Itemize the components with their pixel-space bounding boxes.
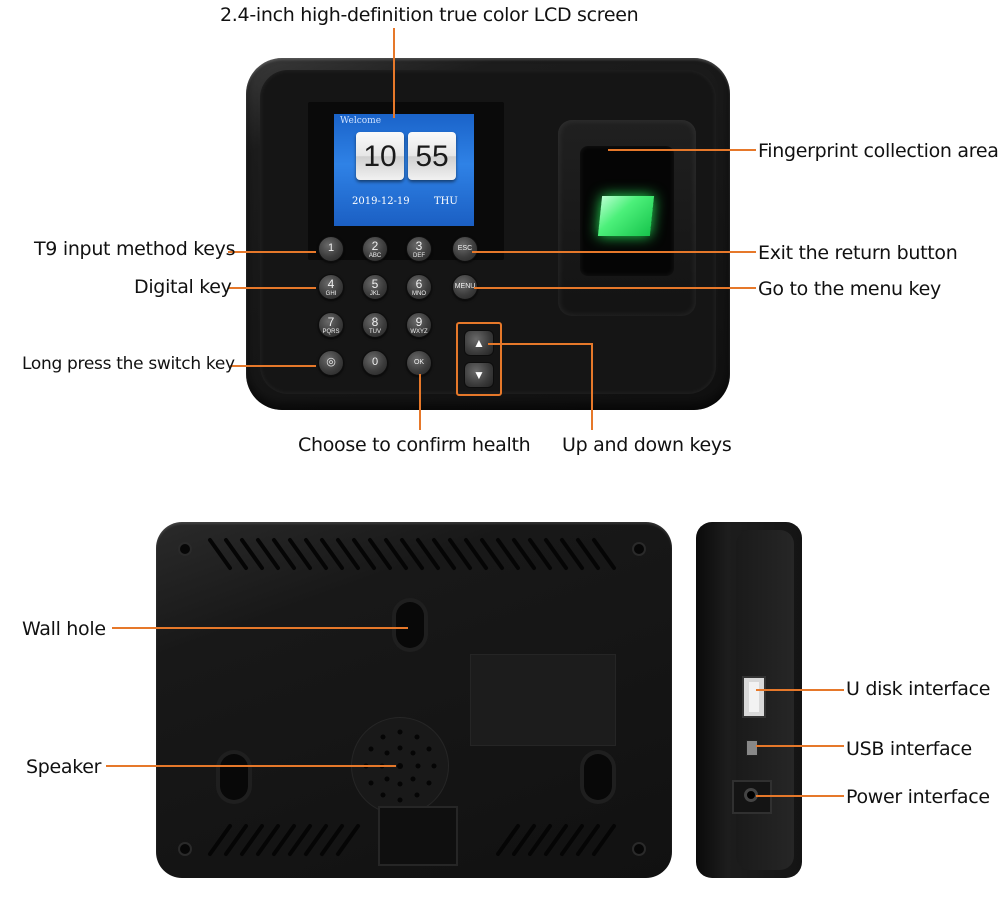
lcd-screen: Welcome 10 55 2019-12-19 THU xyxy=(334,114,474,226)
wall-hole xyxy=(584,754,612,800)
callout-wall-hole: Wall hole xyxy=(22,618,106,640)
esc-key[interactable]: ESC xyxy=(452,236,478,262)
callout-power: Power interface xyxy=(846,786,990,808)
fingerprint-sensor[interactable] xyxy=(580,146,674,276)
callout-confirm: Choose to confirm health xyxy=(298,434,531,456)
callout-u-disk: U disk interface xyxy=(846,678,991,700)
top-vent xyxy=(208,538,616,570)
device-side xyxy=(696,522,802,878)
callout-usb: USB interface xyxy=(846,738,972,760)
screw-hole xyxy=(180,544,190,554)
lcd-date: 2019-12-19 xyxy=(352,196,410,207)
screw-hole xyxy=(634,844,644,854)
lcd-bezel: Welcome 10 55 2019-12-19 THU xyxy=(308,102,504,260)
callout-digital-key: Digital key xyxy=(134,276,232,298)
callout-menu-key: Go to the menu key xyxy=(758,278,941,300)
key-0[interactable]: 0 xyxy=(362,350,388,376)
lcd-welcome-text: Welcome xyxy=(340,116,382,126)
callout-switch-key: Long press the switch key xyxy=(22,354,235,374)
up-key[interactable]: ▲ xyxy=(464,330,494,356)
callout-fingerprint-area: Fingerprint collection area xyxy=(758,140,999,162)
mount-clip xyxy=(378,806,458,866)
power-port xyxy=(732,780,772,814)
wall-hole xyxy=(220,754,248,800)
callout-speaker: Speaker xyxy=(26,756,102,778)
speaker-grille xyxy=(352,718,448,814)
lcd-clock-hour: 10 xyxy=(356,132,404,180)
down-key[interactable]: ▼ xyxy=(464,362,494,388)
lcd-clock-minute: 55 xyxy=(408,132,456,180)
switch-key[interactable]: ◎ xyxy=(318,350,344,376)
fingerprint-glow xyxy=(597,196,655,236)
menu-key[interactable]: MENU xyxy=(452,274,478,300)
bottom-vent xyxy=(208,824,616,856)
screw-hole xyxy=(634,544,644,554)
device-back xyxy=(156,522,672,878)
u-disk-port xyxy=(742,676,766,718)
callout-up-down: Up and down keys xyxy=(562,434,732,456)
lcd-day: THU xyxy=(434,196,458,207)
screw-hole xyxy=(180,844,190,854)
callout-t9-keys: T9 input method keys xyxy=(34,238,236,260)
label-plate xyxy=(470,654,616,746)
ok-key[interactable]: OK xyxy=(406,350,432,376)
callout-lcd-screen: 2.4-inch high-definition true color LCD … xyxy=(220,4,639,26)
key-1[interactable]: 1 xyxy=(318,236,344,262)
fingerprint-housing xyxy=(558,120,696,316)
callout-exit-button: Exit the return button xyxy=(758,242,958,264)
wall-hole xyxy=(396,602,424,648)
speaker-holes xyxy=(363,729,437,803)
usb-port xyxy=(746,740,758,756)
arrow-keys-highlight: ▲ ▼ xyxy=(456,322,502,396)
